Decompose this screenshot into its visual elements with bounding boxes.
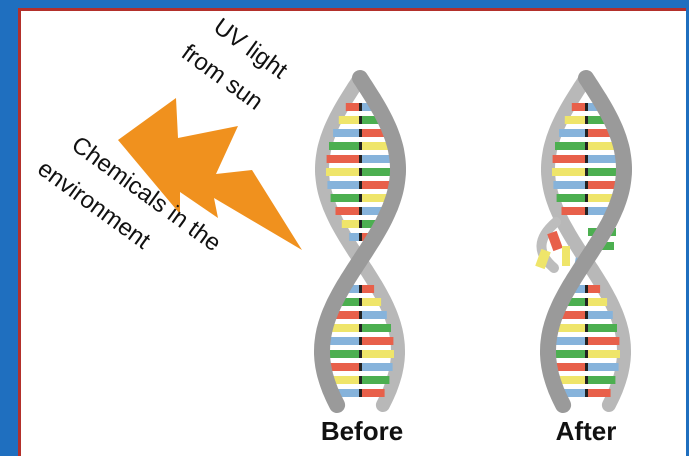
base-left xyxy=(562,207,587,215)
base-left xyxy=(339,116,360,124)
base-left xyxy=(326,168,360,176)
base-right xyxy=(586,389,611,397)
base-bond xyxy=(585,129,588,137)
base-left xyxy=(553,155,586,163)
base-bond xyxy=(359,194,362,202)
base-left xyxy=(349,233,360,241)
base-right xyxy=(586,337,619,345)
dna-helix-after xyxy=(535,78,624,405)
base-bond xyxy=(585,103,588,111)
base-bond xyxy=(585,116,588,124)
base-left xyxy=(327,181,360,189)
base-left xyxy=(552,168,586,176)
base-right xyxy=(360,181,393,189)
base-bond xyxy=(585,207,588,215)
base-bond xyxy=(359,220,362,228)
base-left xyxy=(553,181,586,189)
base-left xyxy=(553,363,586,371)
base-bond xyxy=(585,285,588,293)
base-bond xyxy=(585,181,588,189)
base-left xyxy=(572,103,586,111)
base-right xyxy=(586,285,600,293)
base-bond xyxy=(359,285,362,293)
base-left xyxy=(327,363,360,371)
base-right xyxy=(360,389,385,397)
base-bond xyxy=(585,168,588,176)
base-left xyxy=(559,129,586,137)
before-caption: Before xyxy=(321,416,403,446)
base-left xyxy=(326,350,360,358)
damaged-base xyxy=(547,231,563,251)
base-left xyxy=(557,194,586,202)
base-left xyxy=(565,116,586,124)
base-bond xyxy=(359,207,362,215)
base-left xyxy=(327,337,360,345)
base-bond xyxy=(359,298,362,306)
base-right xyxy=(586,363,619,371)
base-right xyxy=(360,363,393,371)
base-bond xyxy=(585,350,588,358)
dna-helix-before xyxy=(322,78,398,405)
base-left xyxy=(346,103,360,111)
base-right xyxy=(360,337,393,345)
base-left xyxy=(555,142,586,150)
base-bond xyxy=(585,298,588,306)
base-right xyxy=(586,155,619,163)
base-left xyxy=(327,155,360,163)
base-right xyxy=(586,376,615,384)
base-bond xyxy=(359,337,362,345)
base-bond xyxy=(359,168,362,176)
damaged-base xyxy=(562,246,570,266)
base-bond xyxy=(359,155,362,163)
base-bond xyxy=(585,363,588,371)
base-bond xyxy=(359,389,362,397)
base-right xyxy=(586,168,620,176)
base-right xyxy=(360,324,391,332)
base-left xyxy=(336,207,361,215)
base-right xyxy=(586,311,613,319)
base-bond xyxy=(359,311,362,319)
base-bond xyxy=(359,181,362,189)
base-right xyxy=(360,350,394,358)
after-caption: After xyxy=(556,416,617,446)
base-right xyxy=(360,285,374,293)
base-bond xyxy=(585,311,588,319)
base-right xyxy=(586,298,607,306)
base-bond xyxy=(585,389,588,397)
base-right xyxy=(360,168,394,176)
base-bond xyxy=(359,363,362,371)
base-bond xyxy=(585,155,588,163)
base-right xyxy=(360,155,393,163)
base-bond xyxy=(359,142,362,150)
base-bond xyxy=(585,194,588,202)
base-right xyxy=(360,298,381,306)
base-right xyxy=(586,350,620,358)
base-bond xyxy=(359,376,362,384)
base-bond xyxy=(585,376,588,384)
base-bond xyxy=(359,324,362,332)
base-right xyxy=(360,376,389,384)
base-right xyxy=(360,311,387,319)
base-left xyxy=(333,129,360,137)
base-bond xyxy=(585,337,588,345)
base-bond xyxy=(359,116,362,124)
base-left xyxy=(552,350,586,358)
base-right xyxy=(586,324,617,332)
base-bond xyxy=(359,350,362,358)
base-left xyxy=(329,142,360,150)
base-left xyxy=(342,220,360,228)
base-bond xyxy=(585,142,588,150)
base-bond xyxy=(359,233,362,241)
base-bond xyxy=(359,103,362,111)
base-bond xyxy=(585,324,588,332)
base-right xyxy=(586,181,619,189)
base-bond xyxy=(359,129,362,137)
base-left xyxy=(331,194,360,202)
base-left xyxy=(553,337,586,345)
